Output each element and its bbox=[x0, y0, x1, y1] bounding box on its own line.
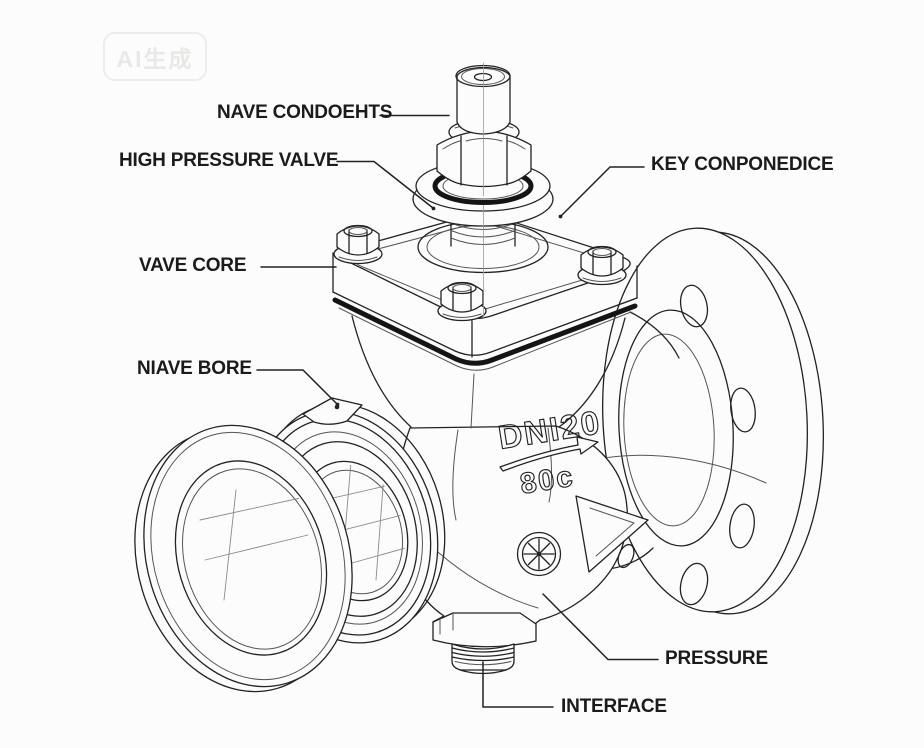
leader-interface bbox=[482, 661, 554, 708]
ai-generated-watermark: AI生成 bbox=[103, 32, 207, 81]
bolt-hole bbox=[679, 562, 709, 606]
label-valve-core: VAVE CORE bbox=[139, 255, 247, 276]
loose-flange-ring bbox=[134, 424, 353, 693]
watermark-text: AI生成 bbox=[116, 45, 194, 72]
flow-arrow bbox=[499, 436, 599, 472]
leader-valve-bore bbox=[256, 369, 338, 405]
leader-key-components bbox=[560, 166, 645, 217]
hub-lug bbox=[302, 397, 363, 425]
bonnet-gasket bbox=[332, 297, 638, 366]
label-key-components: KEY CONPONEDICE bbox=[651, 154, 834, 175]
support-gusset bbox=[575, 495, 649, 573]
stem-assembly bbox=[412, 62, 554, 319]
label-valve-bore: NIAVE BORE bbox=[137, 358, 252, 379]
leader-high-pressure-valve bbox=[336, 160, 434, 209]
bonnet-flange bbox=[332, 199, 638, 429]
bolt-hole bbox=[730, 387, 756, 433]
drain-port bbox=[432, 612, 537, 675]
bonnet-bolt bbox=[333, 224, 383, 265]
bolt-hole bbox=[679, 284, 709, 328]
label-valve-components: NAVE CONDOEHTS bbox=[217, 102, 393, 123]
stem-cap bbox=[455, 64, 511, 135]
outlet-flange bbox=[596, 227, 825, 615]
outlet-cone bbox=[608, 311, 680, 570]
leader-lines bbox=[256, 114, 659, 708]
ring-hole-hatch bbox=[199, 489, 309, 601]
valve-body: DNI20 80c bbox=[395, 403, 649, 675]
bonnet-bolt bbox=[437, 281, 487, 322]
cone-hole bbox=[617, 543, 635, 569]
bolt-hole bbox=[729, 503, 755, 549]
leader-pressure bbox=[542, 593, 659, 661]
label-high-pressure-valve: HIGH PRESSURE VALVE bbox=[119, 150, 339, 171]
label-interface: INTERFACE bbox=[561, 696, 667, 717]
star-medallion bbox=[516, 531, 562, 577]
label-pressure: PRESSURE bbox=[665, 648, 768, 669]
bonnet-bolt bbox=[577, 245, 627, 286]
